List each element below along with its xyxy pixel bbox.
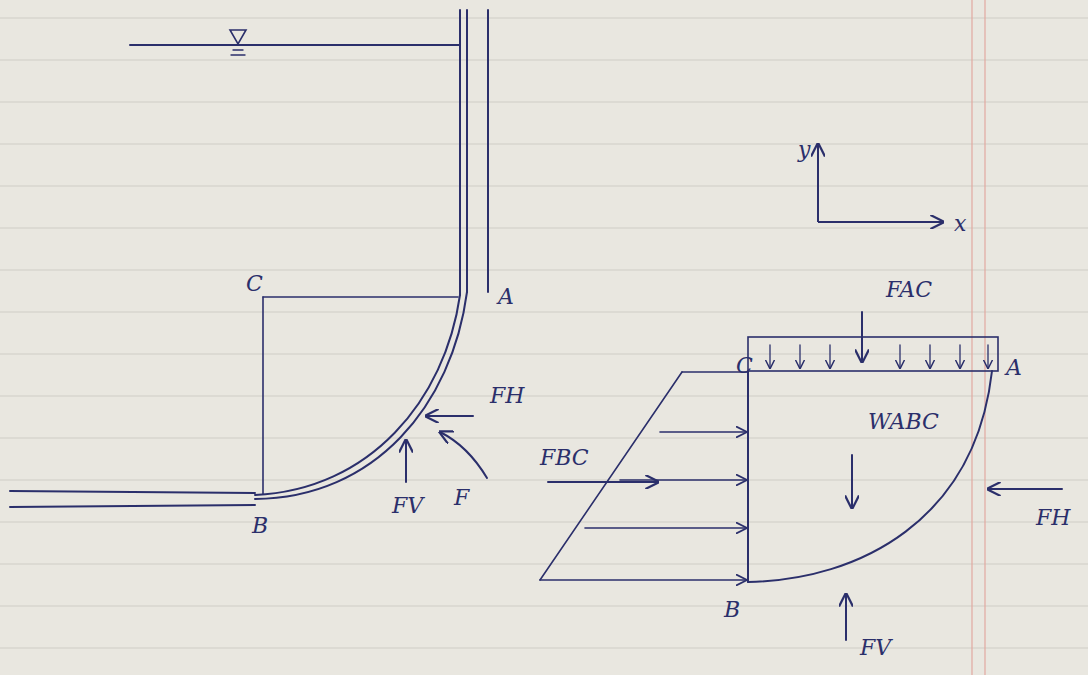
point-label: B: [722, 598, 742, 622]
point-label: A: [1004, 356, 1024, 380]
force-label: FBC: [538, 446, 591, 470]
force-label: F: [452, 486, 471, 510]
point-label: C: [244, 272, 265, 296]
force-label: FV: [858, 636, 893, 660]
point-label: C: [734, 354, 755, 378]
force-label: FV: [390, 494, 425, 518]
point-label: B: [250, 514, 270, 538]
axis-label: x: [952, 212, 968, 236]
force-label: WABC: [866, 410, 941, 434]
point-label: A: [496, 285, 516, 309]
force-label: FH: [488, 384, 526, 408]
force-label: FH: [1034, 506, 1072, 530]
free-body-sketch: [540, 312, 1062, 640]
axes: [818, 144, 943, 222]
axis-label: y: [796, 138, 812, 162]
force-label: FAC: [884, 278, 934, 302]
paper-lines: [0, 18, 1088, 648]
tank-sketch: [10, 10, 488, 507]
